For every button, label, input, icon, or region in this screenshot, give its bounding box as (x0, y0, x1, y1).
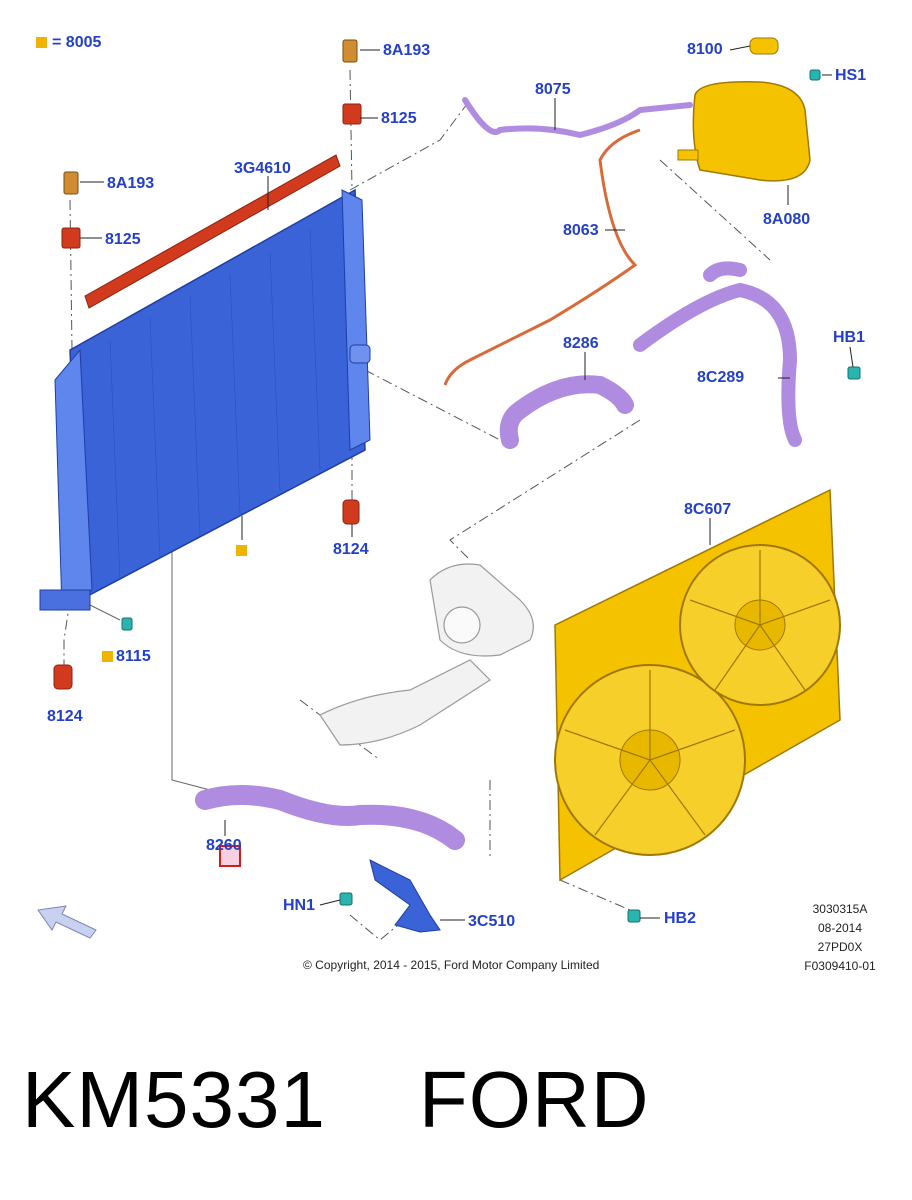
air-deflector-seal (84, 154, 341, 309)
legend-text: = 8005 (52, 34, 102, 51)
callout-3g4610: 3G4610 (234, 160, 291, 177)
callout-8260: 8260 (206, 837, 242, 854)
fasteners (121, 69, 861, 923)
callout-leaders (80, 45, 854, 921)
callout-8100: 8100 (687, 41, 723, 58)
radiator-fins (109, 229, 321, 581)
callout-8125-top: 8125 (381, 110, 417, 127)
engine-reference-parts (319, 563, 534, 746)
fan-shroud (554, 488, 841, 882)
doc-ref-line1: 3030315A (812, 902, 868, 916)
coolant-reservoir (677, 37, 811, 182)
cooling-system-diagram (37, 37, 861, 941)
callout-hb1: HB1 (833, 329, 866, 346)
bleed-line (443, 128, 641, 386)
callout-8a080: 8A080 (763, 211, 811, 228)
ref-square-8115 (102, 651, 113, 662)
ref-box-8260 (219, 845, 241, 867)
coolant-hoses (195, 97, 802, 850)
doc-ref-line4: F0309410-01 (804, 959, 876, 973)
callout-8124-low: 8124 (47, 708, 83, 725)
callout-8a193-left: 8A193 (107, 175, 155, 192)
callout-3c510: 3C510 (468, 913, 516, 930)
radiator-core (39, 188, 371, 611)
callout-8124-mid: 8124 (333, 541, 369, 558)
callout-8075: 8075 (535, 81, 571, 98)
callout-hn1: HN1 (283, 897, 316, 914)
callout-8a193-top: 8A193 (383, 42, 431, 59)
callout-8c289: 8C289 (697, 369, 745, 386)
callout-8125-left: 8125 (105, 231, 141, 248)
copyright-notice: © Copyright, 2014 - 2015, Ford Motor Com… (303, 958, 600, 972)
doc-ref-line2: 08-2014 (817, 921, 863, 935)
callout-hb2: HB2 (664, 910, 697, 927)
upper-brackets (63, 39, 358, 195)
callout-8286: 8286 (563, 335, 599, 352)
callout-8c607: 8C607 (684, 501, 732, 518)
legend-symbol (36, 37, 47, 48)
hose-bracket (369, 859, 441, 933)
callout-8063: 8063 (563, 222, 599, 239)
front-direction-arrow (37, 905, 97, 939)
ref-square-radiator (236, 545, 247, 556)
callout-hs1: HS1 (835, 67, 867, 84)
doc-ref-line3: 27PD0X (817, 940, 863, 954)
part-caption: KM5331 FORD (22, 1055, 650, 1144)
rubber-insulators (53, 103, 362, 690)
callout-8115: 8115 (116, 648, 151, 665)
fan-blades (564, 550, 831, 836)
doc-reference-block: 3030315A 08-2014 27PD0X F0309410-01 (790, 900, 890, 976)
